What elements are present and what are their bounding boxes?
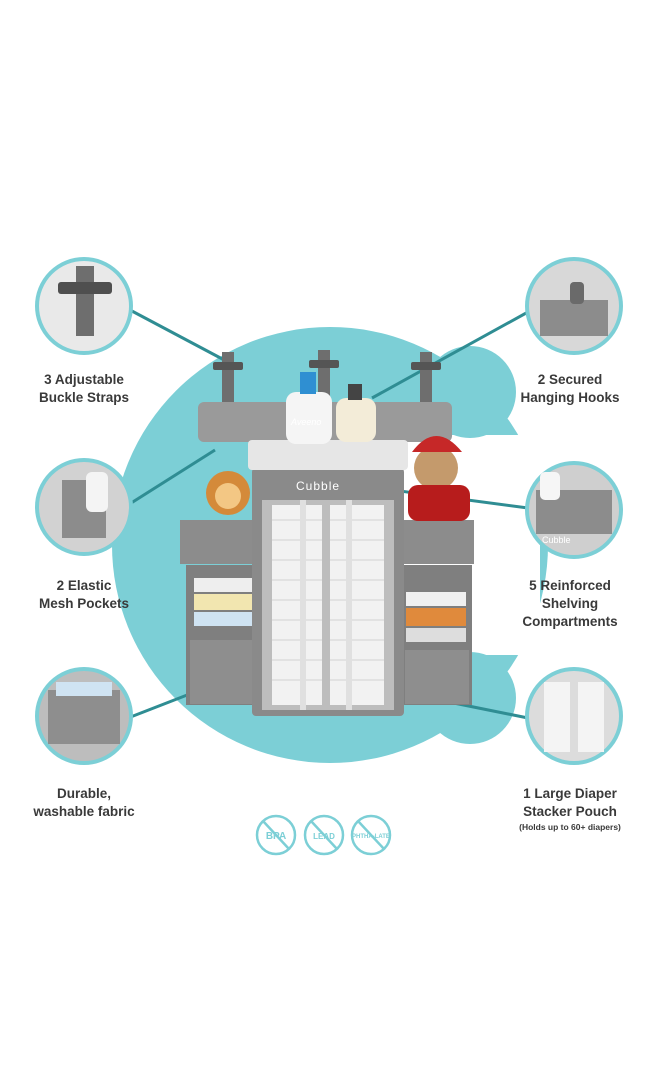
feature-fabric-line2: washable fabric — [33, 804, 135, 819]
brand-label-detail: Cubble — [542, 535, 571, 545]
badge-phthalate: PHTHA-LATE — [352, 834, 390, 840]
badge-bpa: BPA — [266, 831, 286, 842]
feature-diaper-pouch-line2: Stacker Pouch — [523, 804, 617, 819]
badge-lead: LEAD — [313, 832, 335, 841]
feature-shelving: 5 Reinforced Shelving Compartments — [506, 577, 634, 631]
feature-buckle-straps-line1: 3 Adjustable — [44, 372, 124, 387]
feature-diaper-pouch-line1: 1 Large Diaper — [523, 786, 617, 801]
feature-shelving-line3: Compartments — [522, 614, 618, 629]
safety-badges — [255, 814, 392, 856]
bottle-brand: Aveeno — [291, 417, 322, 427]
feature-fabric-line1: Durable, — [56, 786, 111, 801]
feature-fabric: Durable, washable fabric — [14, 785, 154, 821]
feature-mesh-pockets-line2: Mesh Pockets — [38, 596, 130, 611]
feature-diaper-pouch-note: (Holds up to 60+ diapers) — [519, 822, 621, 832]
feature-mesh-pockets-line1: 2 Elastic — [56, 578, 112, 593]
organizer-body — [180, 372, 474, 716]
feature-hanging-hooks-line2: Hanging Hooks — [520, 390, 620, 405]
feature-diaper-pouch: 1 Large Diaper Stacker Pouch (Holds up t… — [500, 785, 640, 833]
feature-buckle-straps-line2: Buckle Straps — [38, 390, 130, 405]
feature-shelving-line2: Shelving — [541, 596, 599, 611]
feature-hanging-hooks: 2 Secured Hanging Hooks — [506, 371, 634, 407]
feature-mesh-pockets: 2 Elastic Mesh Pockets — [20, 577, 148, 613]
top-straps — [213, 350, 441, 412]
feature-buckle-straps: 3 Adjustable Buckle Straps — [20, 371, 148, 407]
brand-label: Cubble — [296, 479, 341, 493]
feature-hanging-hooks-line1: 2 Secured — [537, 372, 603, 387]
feature-shelving-line1: 5 Reinforced — [529, 578, 611, 593]
